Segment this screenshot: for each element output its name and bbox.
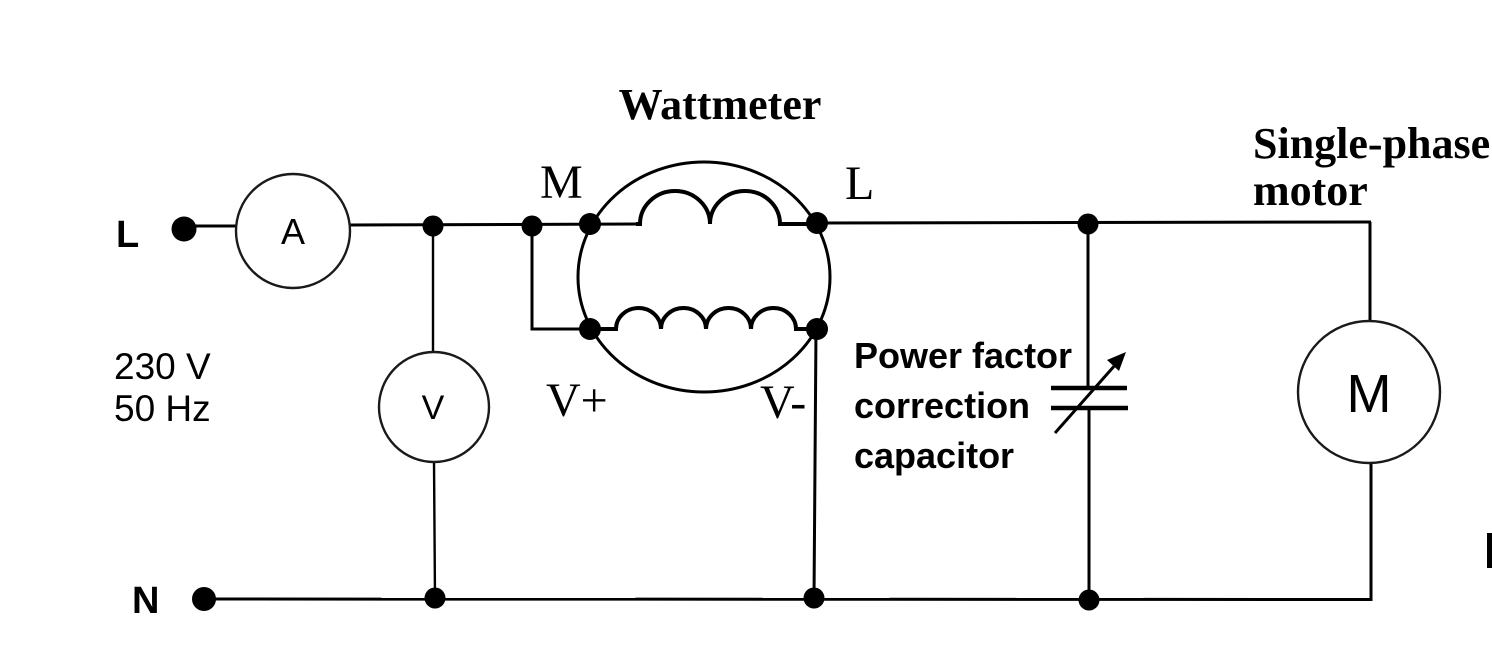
wire-neutral-line <box>203 597 1373 601</box>
motor-symbol: M <box>1347 364 1392 424</box>
junction-dot-voltage-coil-left <box>579 318 601 340</box>
ammeter-circle <box>234 172 352 290</box>
wattmeter-terminal-v-minus-label: V- <box>760 376 806 429</box>
junction-dot-voltage-coil-right <box>806 318 828 340</box>
junction-dot-v-plus-tap <box>521 215 543 237</box>
n-terminal-dot <box>192 587 216 611</box>
wattmeter-title: Wattmeter <box>619 80 822 129</box>
junction-dot-v-minus-neutral <box>803 587 825 609</box>
junction-dot-current-coil-right <box>806 212 828 234</box>
capacitor-arrow-head <box>1107 352 1126 371</box>
junction-dot-voltmeter-tap <box>422 215 444 237</box>
capacitor-label-line2: correction <box>854 385 1030 426</box>
voltmeter-circle <box>377 350 491 464</box>
motor-circle <box>1296 319 1442 465</box>
supply-voltage-label: 230 V <box>114 346 211 387</box>
right-edge-cropped-glyph <box>1487 533 1492 568</box>
junction-dot-current-coil-left <box>579 213 601 235</box>
junction-dot-voltmeter-neutral <box>424 587 446 609</box>
voltmeter-symbol: V <box>422 389 445 427</box>
wattmeter-voltage-coil <box>590 306 817 331</box>
wattmeter-terminal-l-label: L <box>845 157 874 210</box>
wire-voltmeter-bottom-lead <box>432 460 437 600</box>
capacitor-label-line1: Power factor <box>854 335 1072 376</box>
wattmeter-terminal-m-label: M <box>540 156 583 209</box>
supply-frequency-label: 50 Hz <box>114 388 211 429</box>
motor-label-line2: motor <box>1253 166 1368 215</box>
l-terminal-dot <box>171 216 197 242</box>
n-terminal-label: N <box>132 580 159 622</box>
wattmeter-terminal-v-plus-label: V+ <box>546 374 608 427</box>
ammeter-symbol: A <box>281 211 305 252</box>
l-terminal-label: L <box>116 214 139 256</box>
wattmeter-body <box>576 160 832 394</box>
junction-dot-capacitor-neutral <box>1078 589 1100 611</box>
capacitor-arrow-shaft <box>1053 363 1118 434</box>
capacitor-label-line3: capacitor <box>854 435 1014 476</box>
wattmeter-current-coil <box>636 189 817 226</box>
wire-v-plus-tap <box>530 226 589 331</box>
wire-v-minus-drop <box>812 329 818 600</box>
junction-dot-capacitor-top <box>1077 213 1099 235</box>
motor-label-line1: Single-phase <box>1253 119 1490 168</box>
